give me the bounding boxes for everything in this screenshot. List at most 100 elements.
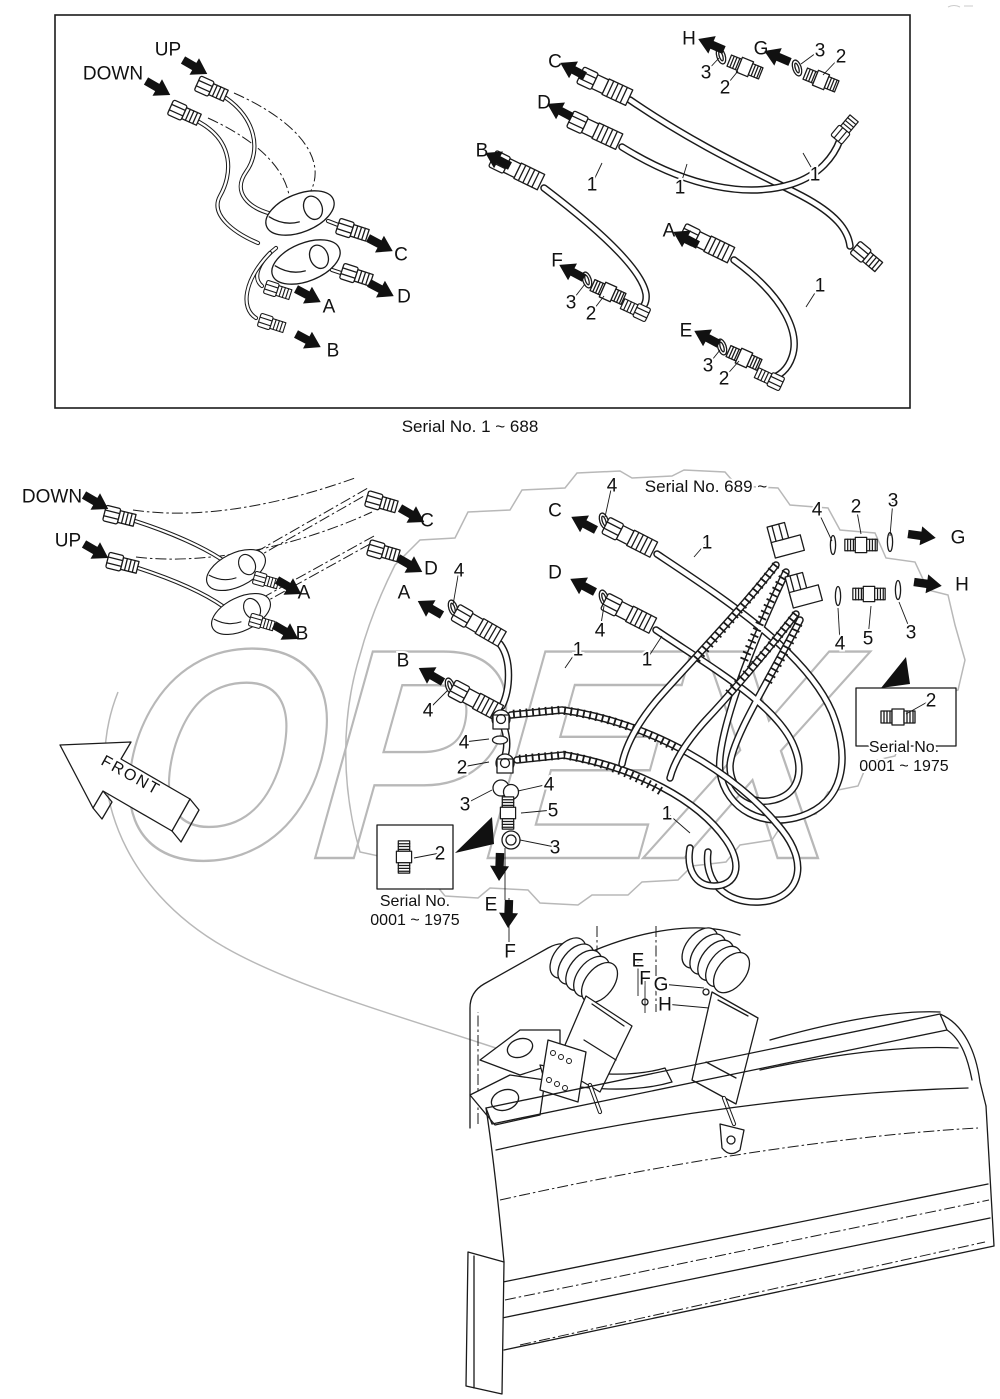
callout-h: H (656, 993, 710, 1018)
callout-b: B (325, 339, 342, 364)
callout-text: 4 (544, 775, 555, 796)
callout-a: A (296, 581, 313, 606)
callout-leader (805, 284, 821, 308)
callout-text: E (632, 951, 645, 972)
callout-text: E (485, 895, 498, 916)
callout-4: 4 (421, 690, 448, 724)
callout-text: F (639, 969, 651, 990)
callout-1: 1 (802, 152, 822, 188)
callout-text: H (658, 995, 672, 1016)
callout-leader (564, 648, 579, 669)
callout-leader (646, 635, 663, 660)
callout-text: F (551, 251, 563, 272)
callout-text: DOWN (83, 64, 143, 85)
top-left-pipe-assembly (166, 75, 375, 335)
callout-text: 1 (675, 178, 686, 199)
serial-box-right-line1: Serial No. (869, 739, 939, 756)
callout-a: A (396, 581, 413, 606)
callout-f: F (637, 967, 653, 1013)
callout-text: D (548, 563, 562, 584)
callout-leader (520, 809, 554, 814)
callout-leader (855, 505, 862, 535)
callout-c: C (418, 509, 436, 534)
callout-leader (413, 852, 441, 859)
callout-text: 3 (701, 63, 712, 84)
callout-leader (822, 55, 842, 76)
callout-4: 4 (517, 773, 557, 798)
callout-leader (519, 839, 556, 848)
serial-box-left: Serial No. 0001 ~ 1975 (368, 824, 462, 931)
callout-leader (591, 162, 603, 185)
callout-2: 2 (584, 295, 605, 327)
callout-text: DOWN (22, 487, 82, 508)
callout-leader (679, 163, 688, 188)
callout-e: E (483, 893, 500, 918)
callout-1: 1 (660, 802, 691, 834)
callout-text: UP (155, 40, 181, 61)
callout-1: 1 (805, 274, 827, 308)
callout-g: G (652, 973, 705, 998)
pointer-triangle (455, 817, 494, 853)
callout-text: 3 (550, 838, 561, 859)
callout-3: 3 (701, 349, 721, 379)
callout-2: 2 (905, 689, 938, 715)
callout-text: H (955, 575, 969, 596)
callout-leader (837, 607, 841, 644)
callout-down: DOWN (81, 62, 145, 87)
callout-leader (461, 761, 490, 768)
callout-text: D (537, 93, 551, 114)
callout-2: 2 (718, 70, 739, 101)
callout-leader (802, 152, 816, 175)
direction-arrow (566, 508, 601, 539)
callout-b: B (395, 649, 412, 674)
callout-d: D (546, 561, 564, 586)
serial-box-left-border (376, 824, 454, 890)
callout-4: 4 (593, 605, 608, 644)
callout-text: C (394, 245, 408, 266)
callout-text: G (754, 39, 769, 60)
top-panel-border (54, 14, 911, 409)
mid-caption: Serial No. 689 ~ (645, 477, 767, 496)
callout-1: 1 (564, 638, 585, 669)
callout-text: 1 (662, 804, 673, 825)
callout-leader (570, 283, 586, 303)
callout-text: 3 (703, 356, 714, 377)
callout-text: 2 (719, 369, 730, 390)
callout-leader (800, 49, 821, 65)
callout-text: 3 (566, 293, 577, 314)
callout-text: F (504, 942, 516, 963)
callout-text: 3 (888, 491, 899, 512)
callout-leader (898, 601, 912, 633)
seal-part-4 (491, 735, 509, 745)
callout-text: 4 (459, 733, 470, 754)
callout-leader (666, 812, 691, 834)
ring-part-3b (501, 830, 521, 850)
callout-e: E (678, 319, 695, 344)
callout-a: A (321, 295, 338, 320)
callout-leader (693, 541, 708, 558)
callout-h: H (953, 573, 971, 598)
callout-text: B (397, 651, 410, 672)
callout-3: 3 (699, 57, 720, 86)
callout-text: D (424, 559, 438, 580)
callout-text: 4 (595, 621, 606, 642)
serial-box-left-line1: Serial No. (380, 893, 450, 910)
callout-leader (464, 789, 493, 805)
callout-text: 1 (815, 276, 826, 297)
callout-leader (707, 349, 721, 366)
callout-h: H (680, 27, 698, 52)
callout-text: 2 (926, 691, 937, 712)
callout-3: 3 (519, 836, 562, 861)
callout-1: 1 (693, 531, 714, 558)
callout-1: 1 (673, 163, 688, 201)
callout-leader (427, 690, 448, 711)
serial-box-left-line2: 0001 ~ 1975 (370, 912, 460, 929)
callout-3: 3 (898, 601, 918, 646)
callout-text: 2 (851, 497, 862, 518)
callout-text: A (323, 297, 336, 318)
callout-c: C (546, 499, 564, 524)
